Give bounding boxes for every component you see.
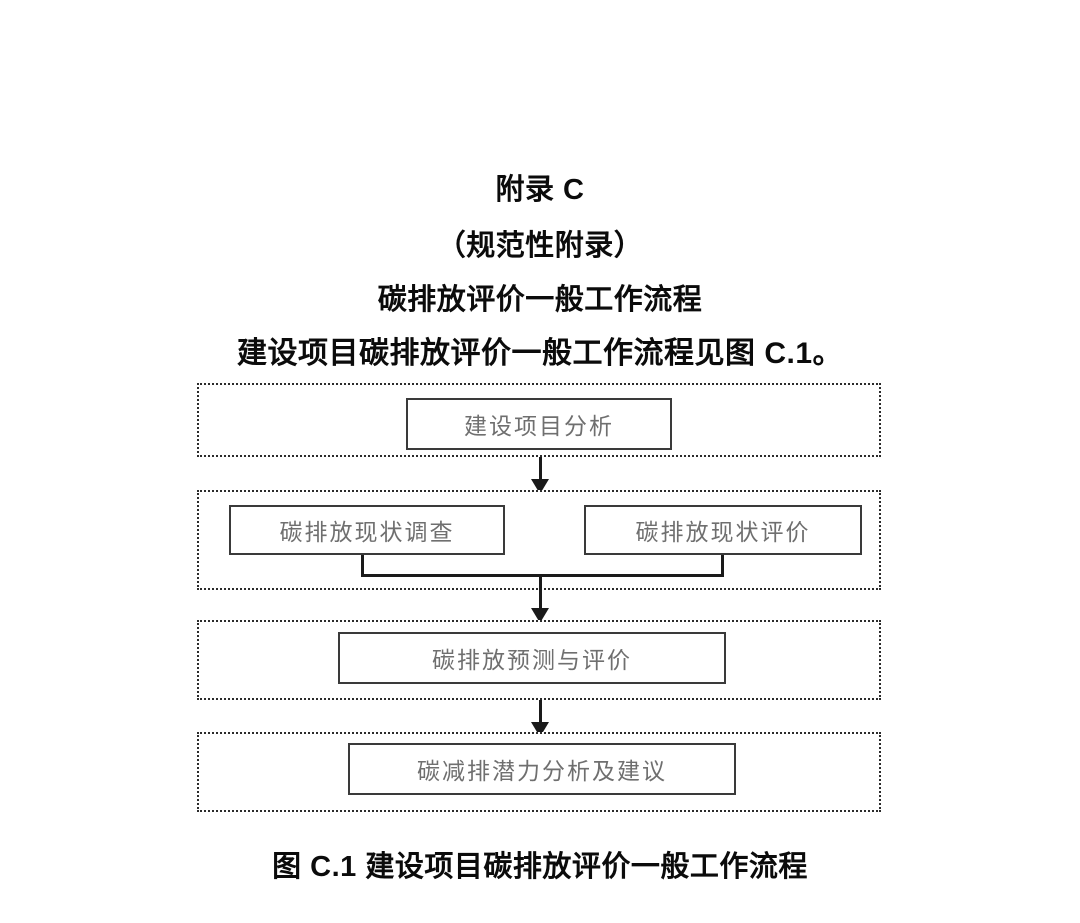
connector-merge-left-stem: [361, 555, 364, 577]
flow-node-emission-status-assessment[interactable]: 碳排放现状评价: [584, 505, 862, 555]
flow-node-reduction-potential-suggestions[interactable]: 碳减排潜力分析及建议: [348, 743, 736, 795]
flow-node-emission-status-survey[interactable]: 碳排放现状调查: [229, 505, 505, 555]
appendix-type-label: （规范性附录）: [436, 230, 644, 262]
connector-merge-right-stem: [721, 555, 724, 577]
connector-stage2-to-stage3-arrowhead: [531, 608, 549, 623]
connector-stage1-to-stage2-line: [539, 457, 542, 483]
appendix-subject-title: 碳排放评价一般工作流程: [377, 284, 703, 316]
appendix-title: 附录 C: [495, 174, 585, 206]
connector-stage3-to-stage4-line: [539, 700, 542, 726]
flow-node-project-analysis[interactable]: 建设项目分析: [406, 398, 672, 450]
connector-stage2-to-stage3-line: [539, 577, 542, 614]
flow-node-emission-forecast-assessment[interactable]: 碳排放预测与评价: [338, 632, 726, 684]
figure-caption: 图 C.1 建设项目碳排放评价一般工作流程: [272, 851, 808, 883]
connector-merge-bar: [361, 574, 724, 577]
intro-paragraph: 建设项目碳排放评价一般工作流程见图 C.1。: [236, 337, 844, 370]
